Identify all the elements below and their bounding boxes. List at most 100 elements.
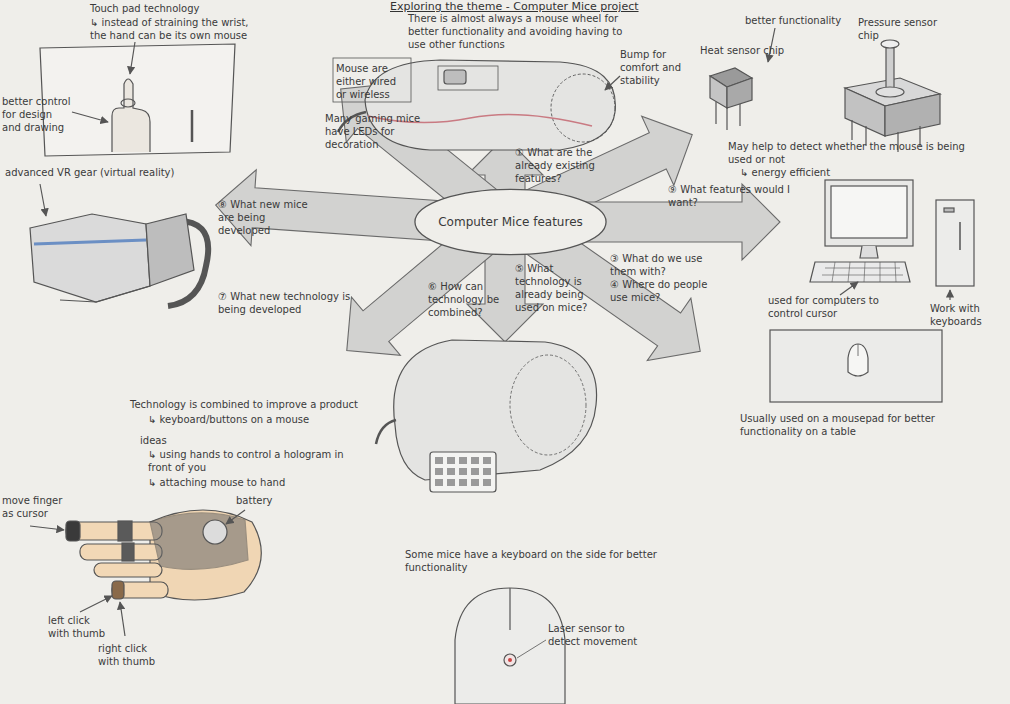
computer-sketch <box>810 180 974 300</box>
ellipse-shape <box>415 189 606 254</box>
keyboard-mouse-sketch <box>430 452 496 492</box>
mouse-side-sketch <box>365 60 615 150</box>
keyboard-mouse-sketch <box>435 457 491 486</box>
keyboard-mouse-sketch <box>376 420 396 444</box>
keyboard-mouse-sketch <box>435 468 443 475</box>
note-text: Many gaming mice have LEDs for decoratio… <box>325 112 425 151</box>
glove-mouse-sketch <box>80 544 162 560</box>
topic-ellipse: Computer Mice features <box>413 188 608 256</box>
keyboard-mouse-sketch <box>471 457 479 464</box>
keyboard-mouse-sketch <box>483 479 491 486</box>
note-text: better control for design and drawing <box>2 95 74 134</box>
mouse-bottom-sketch <box>508 658 512 662</box>
note-text: Heat sensor chip <box>700 44 790 57</box>
note-text: ④ Where do people use mice? <box>610 278 720 304</box>
topic-text: Computer Mice features <box>426 215 595 229</box>
touch-pad-sketch <box>72 112 108 122</box>
note-text: There is almost always a mouse wheel for… <box>408 12 643 51</box>
note-text: Laser sensor to detect movement <box>548 622 643 648</box>
computer-sketch <box>860 246 878 258</box>
sensor-chip-sketch <box>716 102 740 130</box>
note-text: ① What are the already existing features… <box>515 146 620 185</box>
mouse-side-sketch <box>444 70 466 84</box>
vr-headset-sketch <box>30 184 208 306</box>
glove-mouse-sketch <box>112 581 124 599</box>
block-arrows <box>213 59 780 382</box>
keyboard-mouse-sketch <box>447 479 455 486</box>
mouse-bottom-sketch <box>504 654 516 666</box>
note-text: ⑦ What new technology is being developed <box>218 290 358 316</box>
glove-mouse-sketch <box>94 563 162 577</box>
note-text: ideas <box>140 434 200 447</box>
sensor-chip-sketch <box>885 94 940 136</box>
note-text: better functionality <box>745 14 865 27</box>
mousepad-sketch <box>848 344 868 376</box>
keyboard-mouse-sketch <box>483 468 491 475</box>
glove-mouse-sketch <box>118 521 132 541</box>
keyboard-mouse-sketch <box>447 457 455 464</box>
touch-pad-sketch <box>191 110 194 142</box>
note-text: used for computers to control cursor <box>768 294 880 320</box>
sensor-chip-sketch <box>727 78 752 108</box>
vr-headset-sketch <box>34 240 146 244</box>
note-text: ↳ instead of straining the wrist, the ha… <box>90 16 265 42</box>
sensor-chip-sketch <box>876 87 904 97</box>
glove-mouse-sketch <box>150 513 248 569</box>
keyboard-mouse-sketch <box>447 468 455 475</box>
touch-pad-sketch <box>112 79 150 152</box>
note-text: Technology is combined to improve a prod… <box>130 398 380 411</box>
computer-sketch <box>825 180 913 246</box>
sensor-chip-sketch <box>710 76 727 108</box>
vr-headset-sketch <box>146 214 194 286</box>
vr-headset-sketch <box>30 214 150 302</box>
computer-sketch <box>840 282 858 295</box>
note-text: Mouse are either wired or wireless <box>336 62 408 101</box>
mouse-bottom-sketch <box>517 640 546 658</box>
touch-pad-sketch <box>121 99 135 107</box>
note-text: ↳ attaching mouse to hand <box>148 476 338 489</box>
note-text: Bump for comfort and stability <box>620 48 702 87</box>
note-text: Usually used on a mousepad for better fu… <box>740 412 980 438</box>
note-text: ⑤ What technology is already being used … <box>515 262 610 314</box>
note-text: Work with keyboards <box>930 302 1005 328</box>
keyboard-mouse-sketch <box>510 355 586 455</box>
page-title: Exploring the theme - Computer Mice proj… <box>390 0 639 13</box>
computer-sketch <box>959 222 961 250</box>
note-text: ↳ keyboard/buttons on a mouse <box>148 413 358 426</box>
glove-mouse-sketch <box>120 602 125 636</box>
glove-mouse-sketch <box>80 596 112 612</box>
computer-sketch <box>949 290 950 300</box>
mouse-bottom-sketch <box>509 588 510 630</box>
keyboard-mouse-sketch <box>483 457 491 464</box>
note-text: left click with thumb <box>48 614 108 640</box>
note-text: ↳ energy efficient <box>740 166 860 179</box>
glove-mouse-sketch <box>66 522 162 540</box>
vr-headset-sketch <box>60 286 150 302</box>
keyboard-mouse-sketch <box>471 468 479 475</box>
mousepad-sketch <box>770 330 942 402</box>
note-text: ⑨ What features would I want? <box>668 183 818 209</box>
keyboard-mouse-sketch <box>471 479 479 486</box>
note-text: battery <box>236 494 296 507</box>
note-text: Touch pad technology <box>90 2 250 15</box>
mousepad-sketch <box>770 330 942 402</box>
mouse-side-sketch <box>551 74 615 142</box>
glove-mouse-sketch <box>112 582 168 598</box>
glove-mouse-sketch <box>203 520 227 544</box>
mouse-side-sketch <box>605 76 620 90</box>
keyboard-mouse-sketch <box>435 457 443 464</box>
note-text: ③ What do we use them with? <box>610 252 720 278</box>
note-text: ⑥ How can technology be combined? <box>428 280 506 319</box>
computer-sketch <box>936 200 974 286</box>
sensor-chip-sketch <box>886 44 894 92</box>
keyboard-mouse-sketch <box>459 457 467 464</box>
mouse-side-sketch <box>333 58 411 102</box>
note-text: ⑧ What new mice are being developed <box>218 198 318 237</box>
vr-headset-sketch <box>40 184 46 216</box>
touch-pad-sketch <box>130 42 135 74</box>
computer-sketch <box>944 208 954 212</box>
glove-mouse-sketch <box>66 521 80 541</box>
